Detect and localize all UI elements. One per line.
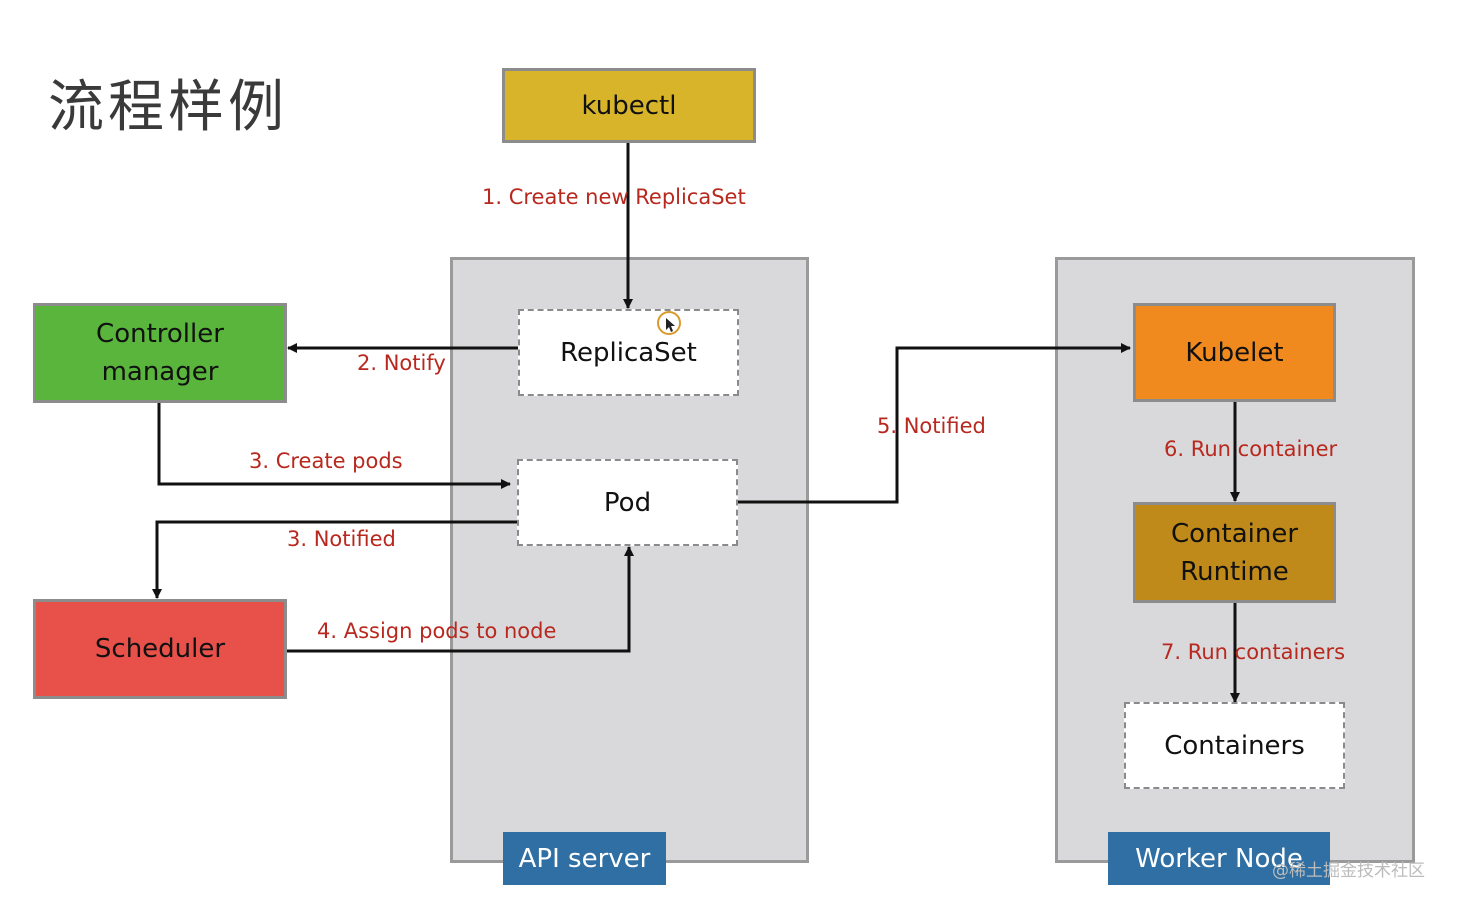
kubectl-node: kubectl — [502, 68, 756, 143]
edge-label-run-containers: 7. Run containers — [1161, 640, 1346, 664]
edge-create-pods — [157, 400, 511, 489]
kubelet-node: Kubelet — [1133, 303, 1336, 402]
pod-node: Pod — [517, 459, 738, 546]
edge-label-create-pods: 3. Create pods — [249, 449, 403, 473]
edge-notified-scheduler — [152, 520, 517, 599]
api-server-tag: API server — [503, 832, 666, 885]
page-title: 流程样例 — [48, 75, 288, 140]
kubelet-label: Kubelet — [1185, 337, 1284, 368]
container-runtime-label-line2: Runtime — [1180, 556, 1289, 587]
scheduler-label: Scheduler — [94, 634, 226, 664]
container-runtime-node: Container Runtime — [1133, 502, 1336, 603]
controller-manager-label-line1: Controller — [96, 319, 224, 349]
worker-node-tag: Worker Node — [1108, 832, 1330, 885]
edge-label-notify: 2. Notify — [357, 351, 446, 375]
scheduler-node: Scheduler — [33, 599, 287, 699]
watermark: @稀土掘金技术社区 — [1272, 861, 1425, 881]
pod-label: Pod — [603, 487, 652, 518]
cursor-icon — [657, 311, 681, 335]
edge-label-create-replicaset: 1. Create new ReplicaSet — [482, 185, 746, 209]
kubectl-label: kubectl — [581, 90, 677, 121]
replicaset-label: ReplicaSet — [560, 337, 697, 368]
edge-label-assign-pods: 4. Assign pods to node — [317, 619, 557, 643]
containers-label: Containers — [1164, 730, 1305, 761]
containers-node: Containers — [1124, 702, 1345, 789]
controller-manager-node: Controller manager — [33, 303, 287, 403]
container-runtime-label-line1: Container — [1170, 518, 1299, 549]
edge-notified-kubelet — [738, 343, 1131, 504]
edge-assign-pods — [286, 546, 634, 653]
edge-label-notified-kubelet: 5. Notified — [877, 414, 986, 438]
replicaset-node: ReplicaSet — [518, 309, 739, 396]
edge-label-run-container: 6. Run container — [1164, 437, 1338, 461]
controller-manager-label-line2: manager — [101, 357, 219, 387]
edge-label-notified-scheduler: 3. Notified — [287, 527, 396, 551]
